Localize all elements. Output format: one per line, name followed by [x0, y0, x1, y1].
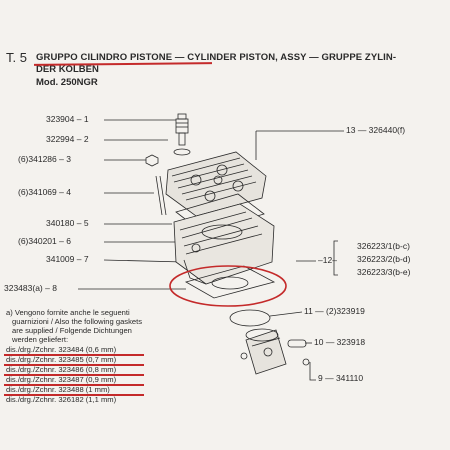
group-number-12: –12–: [318, 255, 337, 265]
diagram-title: GRUPPO CILINDRO PISTONE — CYLINDER PISTO…: [36, 52, 397, 63]
plug-washer: [173, 148, 191, 156]
group-item-3: 326223/3(b-e): [357, 267, 411, 277]
part-label-1: 323904 – 1: [46, 114, 89, 124]
head-nut: [145, 154, 159, 167]
gasket-line-2: dis./drg./Zchnr. 323485 (0,7 mm): [6, 355, 117, 364]
leader-11: [269, 311, 303, 317]
base-gasket-bore: [211, 276, 249, 290]
part-label-11: 11 — (2)323919: [304, 306, 365, 316]
part-label-2: 322994 – 2: [46, 134, 89, 144]
gasket-underline-5: [4, 394, 144, 396]
group-item-2: 326223/2(b-d): [357, 254, 411, 264]
gasket-line-6: dis./drg./Zchnr. 326182 (1,1 mm): [6, 395, 117, 404]
leader-9: [309, 362, 316, 381]
gasket-line-3: dis./drg./Zchnr. 323486 (0,8 mm): [6, 365, 117, 374]
circlip-right: [302, 358, 310, 366]
part-label-9: 9 — 341110: [318, 373, 364, 383]
gasket-line-1: dis./drg./Zchnr. 323484 (0,6 mm): [6, 345, 117, 354]
cylinder-stud: [155, 175, 167, 216]
gasket-underline-2: [4, 364, 144, 366]
piston-ring: [229, 309, 271, 327]
spark-plug: [175, 113, 189, 146]
highlight-ellipse: [169, 265, 287, 307]
group-bracket: [333, 240, 338, 276]
gasket-underline-1: [4, 354, 144, 356]
part-label-6: (6)340201 – 6: [18, 236, 71, 246]
gasket-underline-3: [4, 374, 144, 376]
note-line-4: werden geliefert:: [12, 335, 69, 344]
part-label-4: (6)341069 – 4: [18, 187, 71, 197]
gasket-line-4: dis./drg./Zchnr. 323487 (0,9 mm): [6, 375, 117, 384]
part-label-10: 10 — 323918: [314, 337, 366, 347]
part-label-8: 323483(a) – 8: [4, 283, 57, 293]
model-label: Mod. 250NGR: [36, 77, 98, 88]
note-line-3: are supplied / Folgende Dichtungen: [12, 326, 132, 335]
cylinder-barrel: [173, 203, 275, 285]
gasket-underline-4: [4, 384, 144, 386]
gasket-line-5: dis./drg./Zchnr. 323488 (1 mm): [6, 385, 110, 394]
piston-pin: [287, 339, 307, 348]
part-label-3: (6)341286 – 3: [18, 154, 71, 164]
table-number: T. 5: [6, 50, 27, 65]
diagram-title-continued: DER KOLBEN: [36, 64, 99, 75]
circlip-left: [240, 352, 248, 360]
part-label-7: 341009 – 7: [46, 254, 89, 264]
leader-7: [103, 259, 185, 263]
cylinder-head: [165, 151, 267, 217]
note-line-1: a) Vengono fornite anche le seguenti: [6, 308, 130, 317]
base-gasket: [184, 265, 276, 299]
note-line-2: guarnizioni / Also the following gaskets: [12, 317, 143, 326]
part-label-13: 13 — 326440(f): [346, 125, 406, 135]
part-label-5: 340180 – 5: [46, 218, 89, 228]
piston: [245, 328, 287, 375]
group-item-1: 326223/1(b-c): [357, 241, 410, 251]
